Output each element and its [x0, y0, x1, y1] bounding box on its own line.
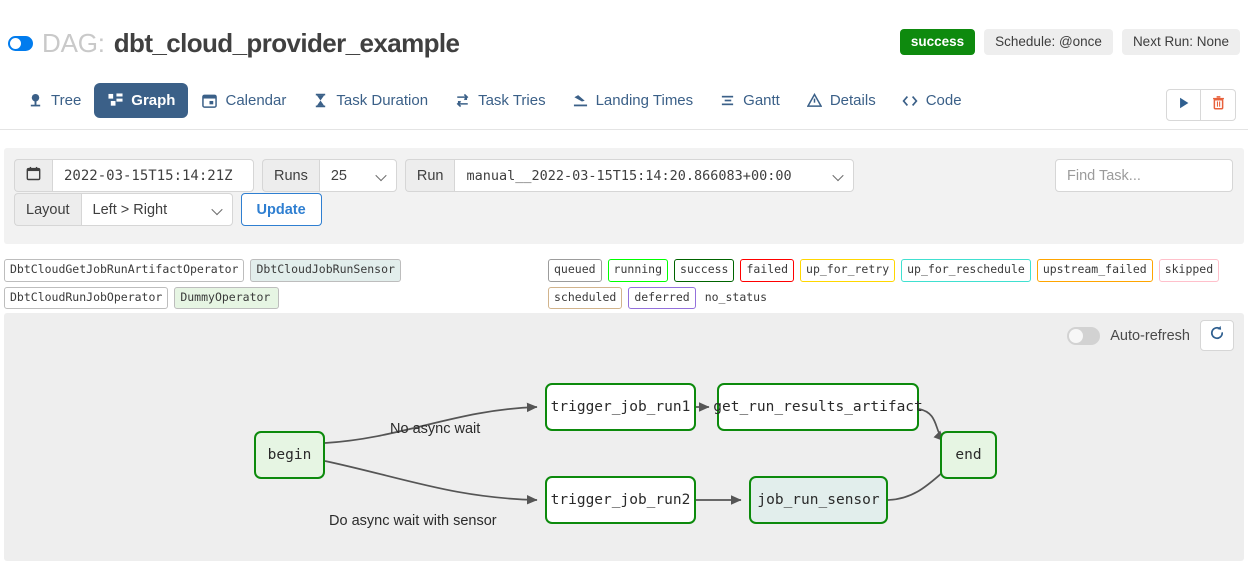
- tab-label: Tree: [51, 92, 82, 109]
- tab-label: Graph: [131, 92, 176, 109]
- refresh-button[interactable]: [1200, 320, 1234, 351]
- gantt-icon: [719, 92, 736, 109]
- execution-date-input[interactable]: 2022-03-15T15:14:21Z: [52, 159, 254, 192]
- edge-label-no-async-wait: No async wait: [390, 421, 481, 437]
- tab-code[interactable]: Code: [889, 83, 975, 118]
- dag-title: DAG: dbt_cloud_provider_example: [8, 28, 460, 59]
- tab-label: Code: [925, 92, 962, 109]
- tab-details[interactable]: Details: [793, 83, 889, 118]
- edge-label-async-wait: Do async wait with sensor: [329, 513, 497, 529]
- execution-date-group: 2022-03-15T15:14:21Z: [14, 159, 254, 192]
- runs-select[interactable]: 25: [318, 159, 397, 192]
- legend-status-scheduled[interactable]: scheduled: [548, 286, 623, 309]
- trigger-dag-button[interactable]: [1166, 89, 1201, 121]
- page-header: DAG: dbt_cloud_provider_example success …: [0, 10, 1248, 60]
- landing-icon: [572, 92, 589, 109]
- runs-label: Runs: [262, 159, 319, 192]
- legend-operator-chip[interactable]: DbtCloudGetJobRunArtifactOperator: [4, 259, 245, 282]
- tab-landing-times[interactable]: Landing Times: [559, 83, 707, 118]
- code-brackets-icon: [902, 92, 919, 109]
- graph-node-begin[interactable]: begin: [254, 431, 325, 479]
- auto-refresh-label: Auto-refresh: [1110, 327, 1190, 344]
- find-task-input[interactable]: Find Task...: [1055, 159, 1233, 192]
- play-icon: [1177, 96, 1191, 115]
- refresh-icon: [1209, 325, 1225, 346]
- legend-status-upstream-failed[interactable]: upstream_failed: [1036, 259, 1153, 282]
- calendar-icon: [26, 166, 41, 185]
- tab-gantt[interactable]: Gantt: [706, 83, 793, 118]
- run-label: Run: [404, 159, 455, 192]
- dag-label: DAG:: [42, 28, 105, 58]
- dag-paused-toggle[interactable]: [8, 36, 33, 51]
- tab-task-duration[interactable]: Task Duration: [299, 83, 441, 118]
- header-actions: [1166, 89, 1236, 121]
- layout-group: Layout Left > Right: [14, 193, 233, 226]
- warning-triangle-icon: [806, 92, 823, 109]
- calendar-icon: [201, 92, 218, 109]
- legend-status-failed[interactable]: failed: [740, 259, 795, 282]
- layout-select[interactable]: Left > Right: [80, 193, 233, 226]
- tab-label: Gantt: [743, 92, 780, 109]
- operator-legend-row: DbtCloudGetJobRunArtifactOperator DbtClo…: [4, 259, 544, 309]
- legend-status-deferred[interactable]: deferred: [628, 286, 696, 309]
- status-badge: success: [899, 29, 976, 55]
- refresh-controls: Auto-refresh: [1067, 320, 1234, 351]
- page-title: dbt_cloud_provider_example: [113, 28, 460, 58]
- tab-tree[interactable]: Tree: [14, 83, 94, 118]
- run-select[interactable]: manual__2022-03-15T15:14:20.866083+00:00: [454, 159, 855, 192]
- tab-label: Details: [829, 92, 876, 109]
- schedule-badge: Schedule: @once: [984, 29, 1113, 55]
- calendar-icon-button[interactable]: [14, 159, 52, 192]
- legend-status-up-for-retry[interactable]: up_for_retry: [800, 259, 896, 282]
- legend-status-queued[interactable]: queued: [548, 259, 602, 282]
- controls-row-primary: 2022-03-15T15:14:21Z Runs 25 Run manual_…: [14, 159, 855, 192]
- controls-row-secondary: Layout Left > Right Update: [14, 193, 322, 226]
- graph-icon: [107, 92, 124, 109]
- retry-icon: [454, 92, 471, 109]
- graph-edges: [324, 402, 955, 505]
- legend-status-up-for-reschedule[interactable]: up_for_reschedule: [901, 259, 1031, 282]
- graph-node-get-run-results-artifact[interactable]: get_run_results_artifact: [713, 383, 923, 431]
- trash-icon: [1211, 95, 1226, 115]
- run-group: Run manual__2022-03-15T15:14:20.866083+0…: [404, 159, 855, 192]
- operator-legend: DbtCloudGetJobRunArtifactOperator DbtClo…: [4, 259, 544, 309]
- legend-operator-chip[interactable]: DbtCloudRunJobOperator: [4, 286, 169, 309]
- view-tabs: Tree Graph Calendar Task Duration: [14, 83, 975, 118]
- graph-node-job-run-sensor[interactable]: job_run_sensor: [749, 476, 888, 524]
- auto-refresh-toggle[interactable]: [1067, 326, 1101, 345]
- next-run-badge: Next Run: None: [1121, 29, 1240, 55]
- delete-dag-button[interactable]: [1201, 89, 1236, 121]
- status-legend-row: queued running success failed up_for_ret…: [548, 259, 1248, 309]
- layout-label: Layout: [14, 193, 81, 226]
- tab-label: Calendar: [225, 92, 287, 109]
- legend-status-success[interactable]: success: [674, 259, 735, 282]
- tab-task-tries[interactable]: Task Tries: [441, 83, 559, 118]
- legend-operator-chip[interactable]: DbtCloudJobRunSensor: [250, 259, 401, 282]
- view-tabbar: Tree Graph Calendar Task Duration: [0, 83, 1248, 130]
- legend-operator-chip[interactable]: DummyOperator: [174, 286, 280, 309]
- graph-canvas[interactable]: Auto-refresh: [4, 313, 1244, 561]
- tab-graph[interactable]: Graph: [94, 83, 189, 118]
- status-legend: queued running success failed up_for_ret…: [548, 259, 1248, 309]
- legend-status-skipped[interactable]: skipped: [1158, 259, 1220, 282]
- hourglass-icon: [312, 92, 329, 109]
- graph-node-trigger-job-run2[interactable]: trigger_job_run2: [545, 476, 696, 524]
- tab-label: Task Tries: [478, 92, 546, 109]
- run-controls-panel: 2022-03-15T15:14:21Z Runs 25 Run manual_…: [4, 148, 1244, 244]
- tree-icon: [27, 92, 44, 109]
- graph-node-trigger-job-run1[interactable]: trigger_job_run1: [545, 383, 696, 431]
- tab-calendar[interactable]: Calendar: [188, 83, 299, 118]
- tab-label: Landing Times: [595, 92, 694, 109]
- runs-group: Runs 25: [262, 159, 397, 192]
- legend-status-running[interactable]: running: [607, 259, 669, 282]
- legend-status-no-status[interactable]: no_status: [704, 289, 768, 304]
- tab-label: Task Duration: [336, 92, 429, 109]
- update-button[interactable]: Update: [240, 193, 322, 226]
- header-badges: success Schedule: @once Next Run: None: [899, 29, 1240, 55]
- graph-node-end[interactable]: end: [940, 431, 997, 479]
